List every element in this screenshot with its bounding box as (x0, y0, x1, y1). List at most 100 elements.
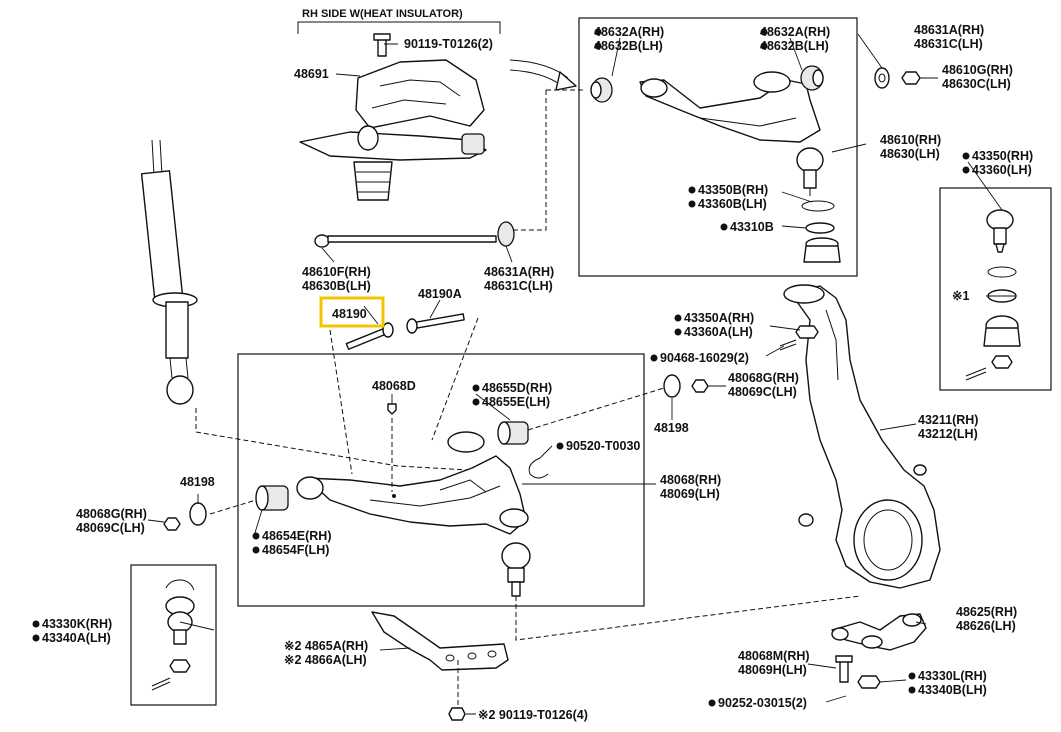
label-90119-top[interactable]: 90119-T0126(2) (404, 37, 493, 51)
rh-side-note: RH SIDE W(HEAT INSULATOR) (302, 8, 463, 20)
label-48610g-top[interactable]: 48610G(RH) (942, 63, 1013, 77)
label-43212[interactable]: 43212(LH) (918, 427, 978, 441)
steering-knuckle[interactable] (783, 284, 941, 589)
dashed-ball-joint-to-arm (515, 595, 861, 641)
label-43211[interactable]: 43211(RH) (918, 413, 978, 427)
label-48198-right[interactable]: 48198 (654, 421, 689, 435)
label-43350b[interactable]: 43350B(RH) (698, 183, 768, 197)
lower-arm-group-box (237, 353, 645, 607)
label-48069c-right[interactable]: 48069C(LH) (728, 385, 797, 399)
steering-arm-48625[interactable] (831, 613, 927, 651)
label-90252[interactable]: 90252-03015(2) (718, 696, 807, 710)
label-48630[interactable]: 48630(LH) (880, 147, 940, 161)
nut-48610g-top[interactable] (901, 71, 921, 85)
dashed-shock-to-arm (195, 408, 469, 471)
label-43340b[interactable]: 43340B(LH) (918, 683, 987, 697)
label-4866a[interactable]: ※2 4866A(LH) (284, 653, 367, 667)
lower-control-arm[interactable] (296, 431, 529, 535)
cotter-pin-90468[interactable] (779, 339, 797, 351)
bolt-48190[interactable] (345, 322, 394, 350)
shock-absorber[interactable] (140, 139, 198, 405)
label-43330k[interactable]: 43330K(RH) (42, 617, 112, 631)
label-48654f[interactable]: 48654F(LH) (262, 543, 329, 557)
rh-side-bracket (297, 21, 501, 34)
label-90119-bottom[interactable]: ※2 90119-T0126(4) (478, 708, 588, 722)
label-48068m[interactable]: 48068M(RH) (738, 649, 810, 663)
nut-43330l[interactable] (857, 675, 881, 689)
upper-arm-group-box (578, 17, 858, 277)
label-43360a[interactable]: 43360A(LH) (684, 325, 753, 339)
label-48631c-top[interactable]: 48631C(LH) (914, 37, 983, 51)
bolt-48068m[interactable] (835, 655, 853, 683)
label-48190a[interactable]: 48190A (418, 287, 462, 301)
bolt-48190a[interactable] (406, 313, 465, 334)
label-48631a-top[interactable]: 48631A(RH) (914, 23, 984, 37)
cam-plate-48198-right[interactable] (663, 374, 681, 398)
label-48632b-left[interactable]: 48632B(LH) (594, 39, 663, 53)
label-43360[interactable]: 43360(LH) (972, 163, 1032, 177)
ball-joint-43330k[interactable] (151, 579, 195, 691)
label-48632b-right[interactable]: 48632B(LH) (760, 39, 829, 53)
bushing-48655d[interactable] (497, 421, 529, 445)
label-48691[interactable]: 48691 (294, 67, 329, 81)
label-48610[interactable]: 48610(RH) (880, 133, 941, 147)
label-43350a[interactable]: 43350A(RH) (684, 311, 754, 325)
label-43330l[interactable]: 43330L(RH) (918, 669, 987, 683)
bushing-48654e[interactable] (255, 485, 289, 511)
highlight-48190 (319, 296, 385, 328)
ball-joint-group-box (939, 187, 1052, 391)
leaders (147, 33, 1016, 715)
nut-48068g-left[interactable] (163, 517, 181, 531)
label-48626[interactable]: 48626(LH) (956, 619, 1016, 633)
label-48630c-top[interactable]: 48630C(LH) (942, 77, 1011, 91)
dashed-upper-arm-link (514, 90, 547, 231)
label-48190[interactable]: 48190 (332, 307, 367, 321)
strut-rod-48610f[interactable] (314, 221, 515, 248)
label-mark1[interactable]: ※1 (952, 289, 969, 303)
snap-ring-90520[interactable] (528, 457, 549, 479)
label-48068[interactable]: 48068(RH) (660, 473, 721, 487)
upper-mount-heat-insulator[interactable] (299, 33, 487, 201)
label-48625[interactable]: 48625(RH) (956, 605, 1017, 619)
lower-ball-joint-box (130, 564, 217, 706)
label-48632a-left[interactable]: 48632A(RH) (594, 25, 664, 39)
dashed-48190-to-arm (329, 329, 353, 475)
label-48198-left[interactable]: 48198 (180, 475, 215, 489)
label-43350[interactable]: 43350(RH) (972, 149, 1033, 163)
label-48069h[interactable]: 48069H(LH) (738, 663, 807, 677)
ball-joint-43350[interactable] (965, 209, 1021, 381)
label-48630b[interactable]: 48630B(LH) (302, 279, 371, 293)
label-48068g-left[interactable]: 48068G(RH) (76, 507, 147, 521)
label-48654e[interactable]: 48654E(RH) (262, 529, 331, 543)
lower-ball-joint-48068[interactable] (501, 542, 531, 597)
cam-plate-48198-left[interactable] (189, 502, 207, 526)
nut-43350a[interactable] (795, 325, 819, 339)
washer-48631a-top[interactable] (874, 67, 890, 89)
skid-plate-4865a[interactable] (371, 611, 509, 671)
upper-control-arm[interactable] (590, 65, 841, 263)
label-48610f[interactable]: 48610F(RH) (302, 265, 371, 279)
label-48068g-right[interactable]: 48068G(RH) (728, 371, 799, 385)
label-48631c-mid[interactable]: 48631C(LH) (484, 279, 553, 293)
bolt-90119-bottom[interactable] (448, 707, 466, 721)
label-43340a[interactable]: 43340A(LH) (42, 631, 111, 645)
arrow-head (555, 71, 577, 91)
label-48632a-right[interactable]: 48632A(RH) (760, 25, 830, 39)
dashed-48190a-to-arm (431, 317, 479, 441)
label-48631a-mid[interactable]: 48631A(RH) (484, 265, 554, 279)
label-43310b[interactable]: 43310B (730, 220, 774, 234)
label-90520[interactable]: 90520-T0030 (566, 439, 640, 453)
label-48655e[interactable]: 48655E(LH) (482, 395, 550, 409)
label-48069c-left[interactable]: 48069C(LH) (76, 521, 145, 535)
bolt-48068d[interactable] (387, 403, 397, 415)
nut-48068g-right[interactable] (691, 379, 709, 393)
label-48655d[interactable]: 48655D(RH) (482, 381, 552, 395)
label-90468[interactable]: 90468-16029(2) (660, 351, 749, 365)
label-48068d[interactable]: 48068D (372, 379, 416, 393)
arrow-to-upper-arm-2 (509, 69, 563, 87)
label-4865a[interactable]: ※2 4865A(RH) (284, 639, 368, 653)
label-43360b[interactable]: 43360B(LH) (698, 197, 767, 211)
dashed-bushing-left (209, 499, 257, 515)
label-48069[interactable]: 48069(LH) (660, 487, 720, 501)
